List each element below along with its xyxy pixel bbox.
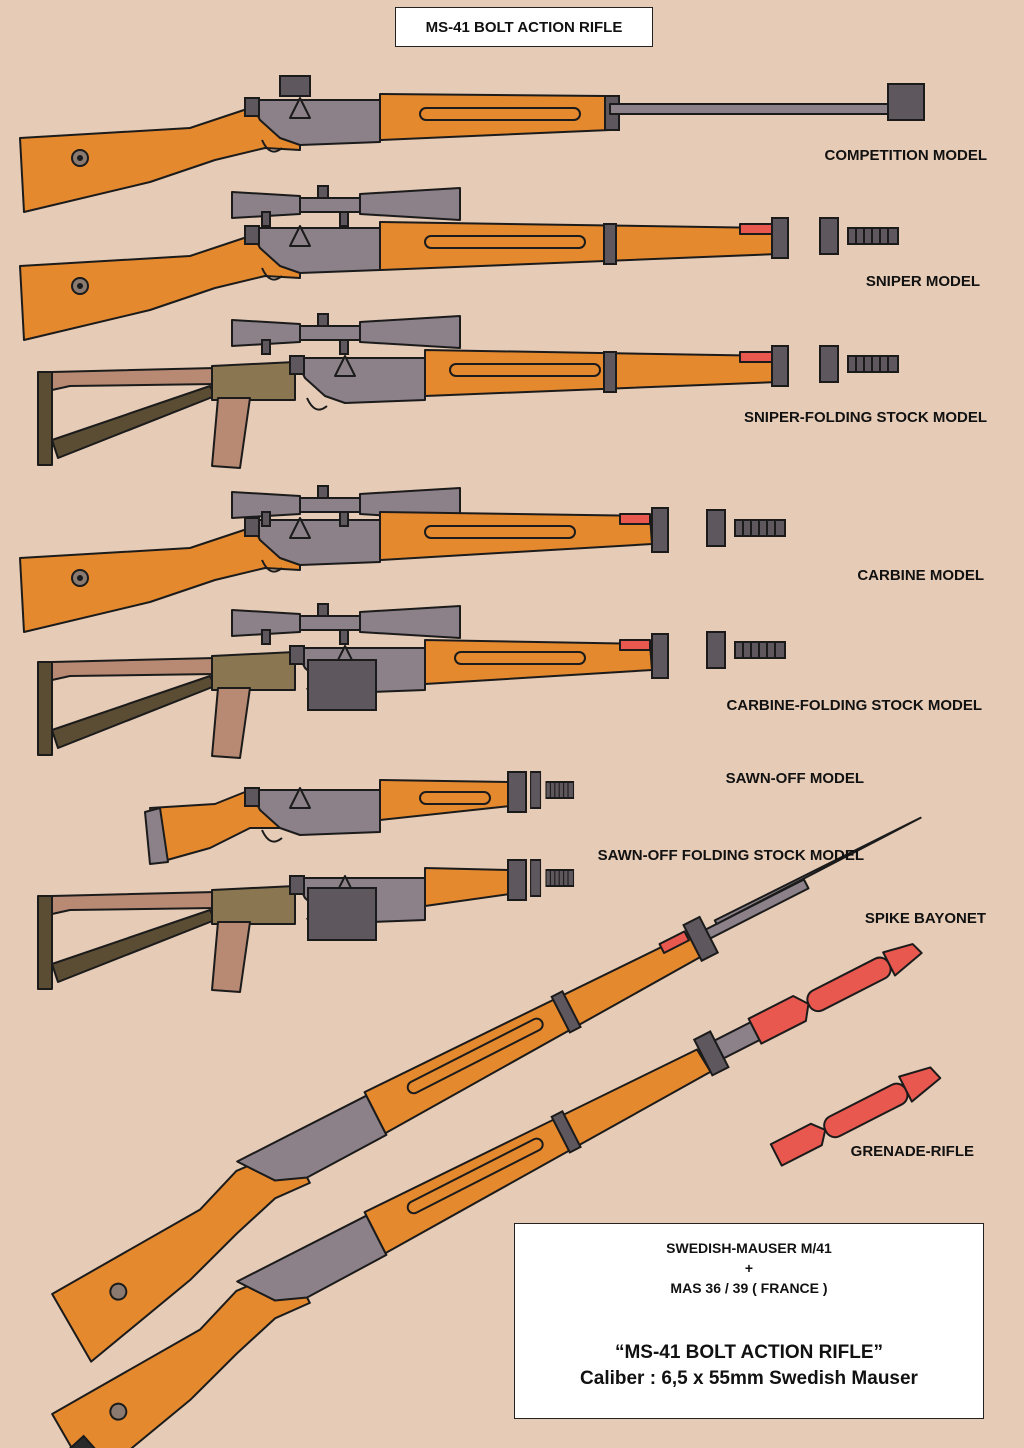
info-line-2: MAS 36 / 39 ( FRANCE ) (670, 1280, 828, 1296)
info-line-1: SWEDISH-MAUSER M/41 (666, 1240, 832, 1256)
label-sniper-folding: SNIPER-FOLDING STOCK MODEL (743, 409, 987, 426)
rifle-competition (19, 75, 925, 213)
label-spike-bayonet: SPIKE BAYONET (864, 910, 986, 927)
rifle-sniper (19, 185, 899, 341)
label-carbine-folding: CARBINE-FOLDING STOCK MODEL (726, 697, 982, 714)
info-box: SWEDISH-MAUSER M/41 + MAS 36 / 39 ( FRAN… (514, 1223, 984, 1419)
grenade-spare (769, 1066, 942, 1167)
rifle-spike-bayonet (51, 816, 922, 1363)
label-carbine: CARBINE MODEL (857, 567, 984, 584)
label-competition: COMPETITION MODEL (824, 147, 988, 164)
rifle-sawn-off-folding (37, 859, 575, 993)
info-plus: + (744, 1260, 754, 1276)
rifle-sniper-folding (37, 313, 899, 469)
label-sniper: SNIPER MODEL (865, 273, 980, 290)
rifle-sawn-off (144, 771, 575, 865)
sheet-title: MS-41 BOLT ACTION RIFLE (395, 7, 653, 47)
info-quote: “MS-41 BOLT ACTION RIFLE” (614, 1342, 884, 1363)
rifle-carbine (19, 485, 786, 633)
label-sawn-off-folding: SAWN-OFF FOLDING STOCK MODEL (597, 847, 864, 864)
info-caliber: Caliber : 6,5 x 55mm Swedish Mauser (580, 1368, 918, 1389)
label-sawn-off: SAWN-OFF MODEL (725, 770, 864, 787)
label-grenade-rifle: GRENADE-RIFLE (850, 1143, 974, 1160)
rifle-carbine-folding (37, 603, 786, 759)
rifle-grenade-launcher (51, 943, 923, 1448)
